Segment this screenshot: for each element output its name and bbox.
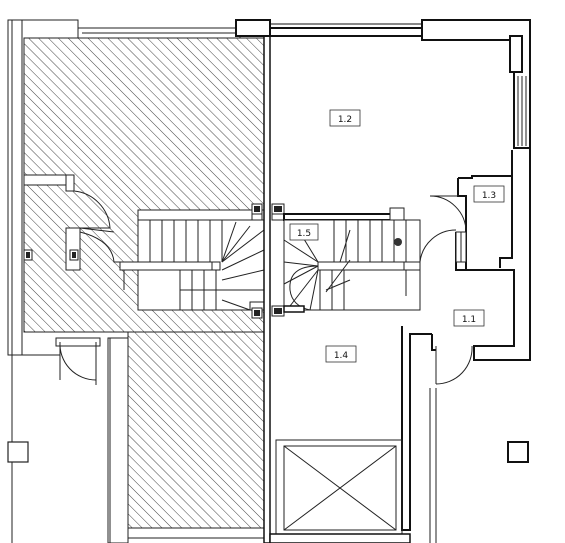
right-unit-outer-wall [235, 19, 271, 37]
room-label-1-3: 1.3 [473, 185, 505, 203]
skylight-void [275, 439, 403, 543]
marker-square-right [507, 441, 529, 463]
left-staircase [119, 209, 265, 311]
room-label-1-4: 1.4 [325, 345, 357, 363]
stair-post-marker [394, 238, 402, 246]
room-label-1-2: 1.2 [329, 109, 361, 127]
room-label-1-5: 1.5 [289, 223, 319, 241]
hatched-area-lower [127, 331, 265, 529]
svg-text:1.4: 1.4 [334, 351, 349, 361]
svg-text:1.3: 1.3 [482, 191, 496, 201]
svg-text:1.1: 1.1 [462, 315, 476, 325]
left-unit [7, 19, 268, 543]
marker-square-left [7, 441, 29, 463]
svg-text:1.2: 1.2 [338, 115, 352, 125]
right-unit [235, 19, 531, 543]
room-label-1-1: 1.1 [453, 309, 485, 327]
svg-text:1.5: 1.5 [297, 229, 311, 239]
